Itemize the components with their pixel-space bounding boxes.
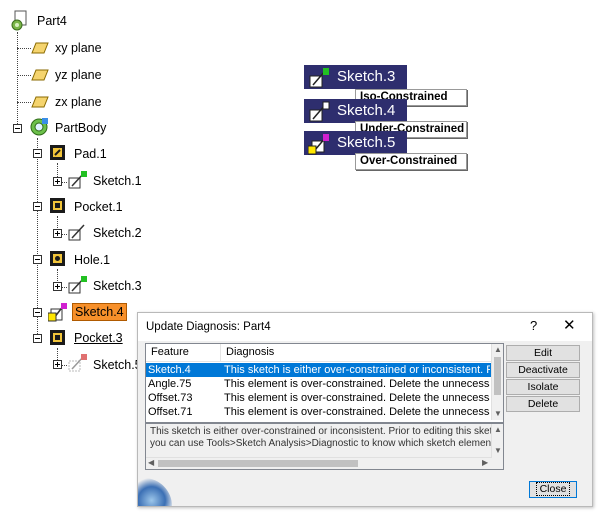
deactivate-button[interactable]: Deactivate xyxy=(506,362,580,378)
tree-feature-hole[interactable]: Hole.1 xyxy=(74,253,111,267)
collapse-toggle[interactable] xyxy=(33,255,42,264)
edit-button[interactable]: Edit xyxy=(506,345,580,361)
tree-feature-pocket3[interactable]: Pocket.3 xyxy=(74,331,123,345)
sketch-icon xyxy=(68,354,87,372)
expand-toggle[interactable] xyxy=(53,360,62,369)
scroll-down-arrow-icon[interactable]: ▼ xyxy=(494,446,502,455)
scroll-thumb[interactable] xyxy=(494,357,501,395)
hole-icon xyxy=(50,251,65,266)
close-icon[interactable]: ✕ xyxy=(563,317,576,334)
scroll-down-arrow-icon[interactable]: ▼ xyxy=(494,409,502,418)
column-header-diagnosis[interactable]: Diagnosis xyxy=(226,346,275,358)
detail-horizontal-scrollbar[interactable]: ◀ ▶ xyxy=(146,457,492,469)
sketch-under-icon xyxy=(309,101,330,122)
collapse-toggle[interactable] xyxy=(33,149,42,158)
pocket-icon xyxy=(50,198,65,213)
help-button[interactable]: ? xyxy=(530,318,538,333)
sketch-icon xyxy=(68,276,87,294)
collapse-toggle[interactable] xyxy=(33,308,42,317)
scroll-thumb[interactable] xyxy=(158,460,358,467)
plane-icon xyxy=(31,96,49,108)
isolate-button[interactable]: Isolate xyxy=(506,379,580,395)
sketch-warning-icon xyxy=(48,303,67,322)
pad-icon xyxy=(50,145,65,160)
detail-vertical-scrollbar[interactable]: ▲ ▼ xyxy=(491,424,503,457)
delete-button[interactable]: Delete xyxy=(506,396,580,412)
part-icon xyxy=(11,10,27,31)
list-row[interactable]: Offset.71 This element is over-constrain… xyxy=(148,406,490,418)
list-header: Feature Diagnosis xyxy=(146,344,492,362)
tree-feature-pocket1[interactable]: Pocket.1 xyxy=(74,200,123,214)
expand-toggle[interactable] xyxy=(53,229,62,238)
dialog-titlebar: Update Diagnosis: Part4 ? ✕ xyxy=(138,313,592,341)
diagnosis-list[interactable]: Feature Diagnosis Sketch.4 This sketch i… xyxy=(145,343,504,423)
tree-plane-xy[interactable]: xy plane xyxy=(55,41,102,55)
detail-line-2: you can use Tools>Sketch Analysis>Diagno… xyxy=(150,437,496,449)
plane-icon xyxy=(31,42,49,54)
update-diagnosis-dialog: Update Diagnosis: Part4 ? ✕ Feature Diag… xyxy=(137,312,593,507)
collapse-toggle[interactable] xyxy=(13,124,22,133)
tree-root-label[interactable]: Part4 xyxy=(37,14,67,28)
collapse-toggle[interactable] xyxy=(33,334,42,343)
tree-sketch-5[interactable]: Sketch.5 xyxy=(93,358,142,372)
tree-plane-zx[interactable]: zx plane xyxy=(55,95,102,109)
close-button[interactable]: Close xyxy=(529,481,577,498)
detail-line-1: This sketch is either over-constrained o… xyxy=(150,426,496,437)
app-logo-icon xyxy=(138,478,172,506)
list-row[interactable]: Offset.73 This element is over-constrain… xyxy=(148,392,490,404)
list-row[interactable]: Angle.75 This element is over-constraine… xyxy=(148,378,490,390)
tree-body-label[interactable]: PartBody xyxy=(55,121,107,135)
pocket-icon xyxy=(50,330,65,345)
body-gear-icon xyxy=(30,118,48,136)
diagnosis-detail-text[interactable]: This sketch is either over-constrained o… xyxy=(145,423,504,470)
list-vertical-scrollbar[interactable]: ▲ ▼ xyxy=(491,344,503,420)
scroll-up-arrow-icon[interactable]: ▲ xyxy=(494,345,502,354)
expand-toggle[interactable] xyxy=(53,282,62,291)
sketch-icon xyxy=(68,171,87,189)
sketch-over-icon xyxy=(308,134,329,155)
scroll-right-arrow-icon[interactable]: ▶ xyxy=(482,458,489,467)
sketch-iso-icon xyxy=(309,68,329,88)
plane-icon xyxy=(31,69,49,81)
tree-sketch-3[interactable]: Sketch.3 xyxy=(93,279,142,293)
tree-plane-yz[interactable]: yz plane xyxy=(55,68,102,82)
legend-sketch-4: Sketch.4 xyxy=(304,99,407,123)
collapse-toggle[interactable] xyxy=(33,202,42,211)
legend-sketch-3: Sketch.3 xyxy=(304,65,407,89)
tree-sketch-4-selected[interactable]: Sketch.4 xyxy=(72,303,127,321)
tree-sketch-1[interactable]: Sketch.1 xyxy=(93,174,142,188)
expand-toggle[interactable] xyxy=(53,177,62,186)
column-header-feature[interactable]: Feature xyxy=(151,346,189,358)
dialog-title: Update Diagnosis: Part4 xyxy=(146,321,271,333)
scroll-left-arrow-icon[interactable]: ◀ xyxy=(148,458,155,467)
legend-status-over: Over-Constrained xyxy=(355,153,467,170)
tree-feature-pad[interactable]: Pad.1 xyxy=(74,147,107,161)
sketch-icon xyxy=(68,224,85,241)
scroll-up-arrow-icon[interactable]: ▲ xyxy=(494,425,502,434)
tree-sketch-2[interactable]: Sketch.2 xyxy=(93,226,142,240)
legend-sketch-5: Sketch.5 xyxy=(304,131,407,155)
list-row-selected[interactable]: Sketch.4 This sketch is either over-cons… xyxy=(146,363,492,377)
